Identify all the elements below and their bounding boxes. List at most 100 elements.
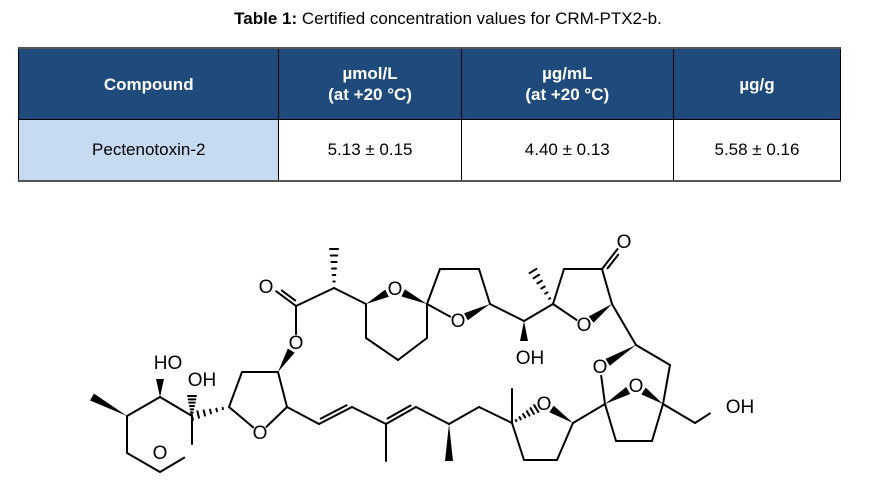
- bond: [277, 371, 288, 408]
- bond: [126, 396, 161, 417]
- bond: [514, 419, 518, 423]
- wedge-bond: [588, 304, 612, 323]
- atom-label: HO: [154, 353, 183, 374]
- structure-atom-labels: O HO OH O O O O O OH O O O O O OH: [153, 232, 755, 464]
- bond: [159, 456, 186, 473]
- bond: [333, 287, 367, 305]
- wedge-bond: [90, 393, 127, 416]
- bond: [651, 403, 664, 442]
- atom-label: OH: [516, 348, 545, 369]
- structure-wedges: [90, 289, 663, 461]
- bond: [548, 297, 552, 300]
- bond: [397, 337, 428, 361]
- bond: [196, 410, 200, 419]
- bond: [228, 371, 243, 408]
- bond: [318, 406, 353, 425]
- atom-label: O: [617, 232, 632, 253]
- bond: [478, 406, 513, 424]
- wedge-bond: [366, 289, 389, 304]
- bond: [286, 406, 320, 425]
- bond: [532, 273, 541, 280]
- wedge-bond: [605, 387, 631, 404]
- bond: [572, 403, 606, 424]
- bond: [275, 290, 297, 307]
- bond: [159, 396, 193, 417]
- bond: [533, 404, 540, 414]
- bond: [351, 406, 387, 425]
- atom-label: O: [593, 357, 608, 378]
- bond: [295, 287, 335, 307]
- atom-label: O: [537, 394, 552, 415]
- wedge-bond: [641, 387, 663, 404]
- cell-umol-l: 5.13 ± 0.15: [278, 119, 462, 182]
- table-caption: Table 1: Certified concentration values …: [0, 9, 896, 29]
- wedge-bond: [278, 348, 295, 372]
- cell-compound: Pectenotoxin-2: [17, 119, 280, 182]
- wedge-bond: [520, 321, 528, 341]
- table-header-row: Compound µmol/L(at +20 °C) µg/mL(at +20 …: [17, 47, 842, 120]
- bond: [540, 285, 546, 290]
- bond: [209, 408, 212, 415]
- bond: [126, 452, 161, 473]
- bond: [202, 409, 206, 417]
- bond: [478, 268, 491, 305]
- atom-label: OH: [188, 370, 217, 391]
- bond: [489, 303, 525, 322]
- atom-label: O: [577, 315, 592, 336]
- atom-label: O: [289, 333, 304, 354]
- bond: [635, 344, 671, 366]
- bond: [522, 413, 527, 419]
- bond: [662, 403, 696, 424]
- concentration-table: Compound µmol/L(at +20 °C) µg/mL(at +20 …: [17, 47, 842, 182]
- atom-label: O: [253, 423, 268, 444]
- bond: [385, 406, 417, 425]
- bond: [426, 268, 441, 305]
- bond: [611, 303, 637, 346]
- header-ug-g: µg/g: [672, 47, 842, 120]
- bond: [694, 412, 711, 424]
- cell-ug-ml: 4.40 ± 0.13: [460, 119, 674, 182]
- bond: [511, 422, 525, 461]
- bond: [544, 291, 549, 295]
- bond: [518, 416, 522, 421]
- bond: [265, 406, 288, 428]
- bond: [528, 267, 538, 275]
- atom-label: OH: [726, 397, 755, 418]
- bond: [319, 404, 348, 420]
- bond: [386, 404, 412, 420]
- table-row: Pectenotoxin-2 5.13 ± 0.15 4.40 ± 0.13 5…: [17, 119, 842, 182]
- bond: [529, 407, 535, 415]
- caption-label: Table 1:: [234, 9, 298, 28]
- atom-label: O: [629, 376, 644, 397]
- bond: [556, 422, 574, 461]
- wedge-bond: [605, 345, 636, 366]
- header-compound: Compound: [17, 47, 280, 120]
- wedge-bond: [156, 379, 164, 397]
- bond: [552, 303, 578, 321]
- bond: [415, 406, 450, 425]
- bond: [604, 403, 617, 442]
- bond: [280, 289, 297, 302]
- bond: [523, 303, 554, 322]
- bond: [601, 248, 619, 270]
- bond: [601, 268, 613, 305]
- bond: [426, 303, 452, 318]
- bond: [525, 410, 531, 417]
- header-ug-ml: µg/mL(at +20 °C): [460, 47, 674, 120]
- bond: [448, 406, 480, 425]
- structure-bonds: [126, 248, 711, 473]
- bond: [606, 253, 620, 270]
- bond: [215, 407, 218, 413]
- bond: [365, 337, 399, 361]
- caption-text: Certified concentration values for CRM-P…: [297, 9, 662, 28]
- atom-label: O: [451, 311, 466, 332]
- bond: [662, 364, 671, 405]
- header-umol-l: µmol/L(at +20 °C): [278, 47, 462, 120]
- bond: [190, 411, 194, 421]
- bond: [536, 279, 543, 285]
- atom-label: O: [153, 443, 168, 464]
- wedge-bond: [549, 405, 573, 423]
- cell-ug-g: 5.58 ± 0.16: [672, 119, 842, 182]
- bond: [552, 268, 565, 305]
